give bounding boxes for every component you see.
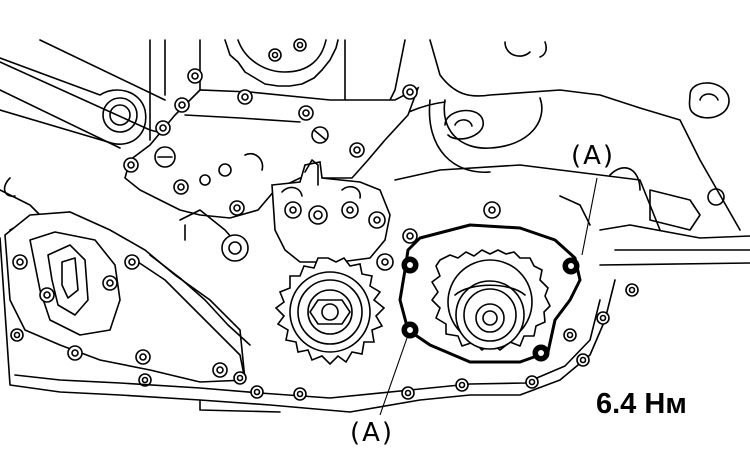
callout-label-bottom: (A) xyxy=(350,418,395,448)
housing-eyelets xyxy=(444,41,730,206)
torque-spec: 6.4 Нм xyxy=(596,388,687,420)
callout-bolts-a xyxy=(401,256,580,362)
lower-housing-flange xyxy=(0,201,639,413)
crankshaft-gear xyxy=(274,256,386,366)
left-bracket xyxy=(4,211,251,387)
leader-lines xyxy=(379,177,598,416)
callout-label-top: (A) xyxy=(571,141,616,171)
pump-assembly xyxy=(398,223,582,364)
front-cover-plate xyxy=(124,86,420,219)
linkage-pin xyxy=(179,209,249,262)
oil-pump-body xyxy=(271,159,391,263)
upper-cam-gear xyxy=(224,39,339,87)
cover-bolts xyxy=(123,38,418,216)
left-linkage-arm xyxy=(0,57,147,198)
